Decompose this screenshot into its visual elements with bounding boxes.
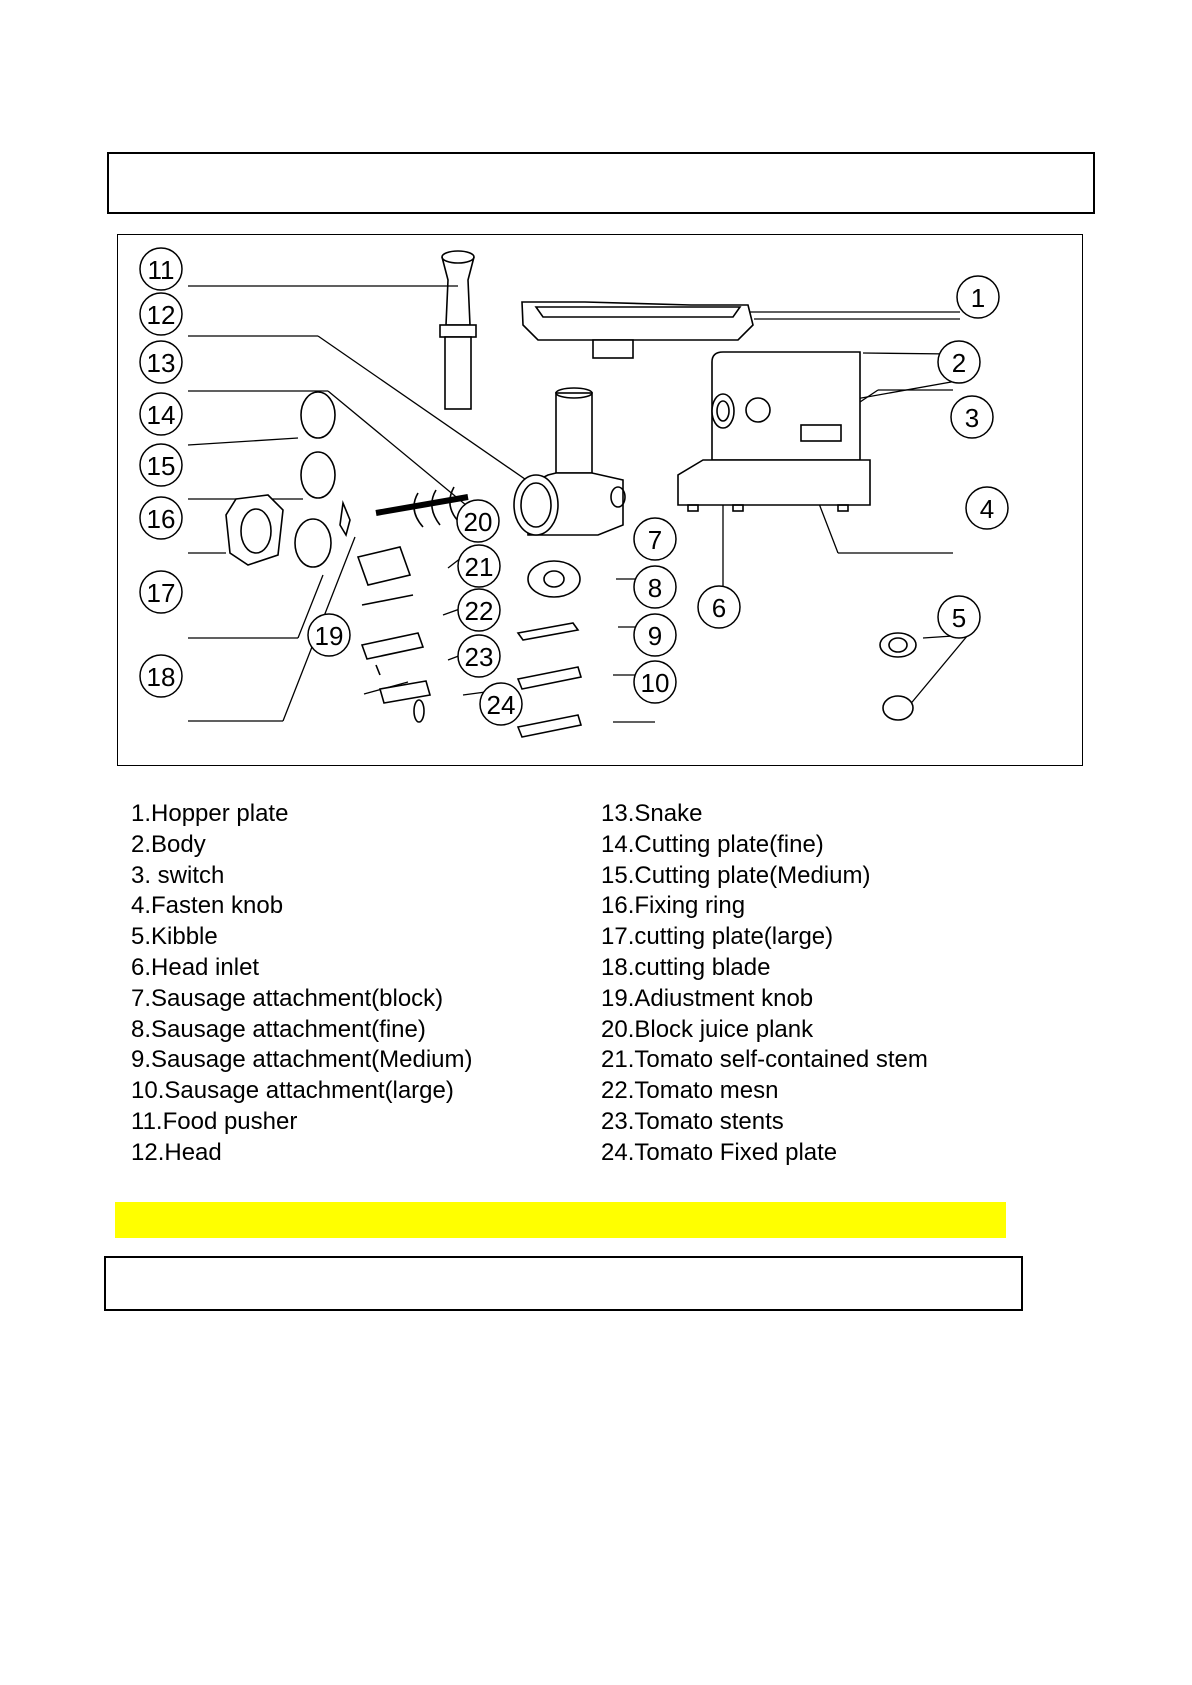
callout-number: 1 <box>971 283 985 313</box>
callout-number: 5 <box>952 603 966 633</box>
header-box <box>107 152 1095 214</box>
body-drawing <box>677 351 871 512</box>
footer-box <box>104 1256 1023 1311</box>
callout-20: 20 <box>456 499 500 543</box>
callout-24: 24 <box>479 682 523 726</box>
part-list-item: 15.Cutting plate(Medium) <box>601 861 871 889</box>
part-list-item: 16.Fixing ring <box>601 892 746 920</box>
callout-18: 18 <box>139 654 183 698</box>
callout-22: 22 <box>457 588 501 632</box>
callout-8: 8 <box>633 565 677 609</box>
callout-3: 3 <box>950 395 994 439</box>
part-list-item: 12.Head <box>131 1138 222 1166</box>
callout-7: 7 <box>633 517 677 561</box>
callout-number: 19 <box>315 621 344 651</box>
callout-number: 21 <box>465 552 494 582</box>
part-list-item: 22.Tomato mesn <box>601 1077 779 1105</box>
callout-14: 14 <box>139 392 183 436</box>
callout-2: 2 <box>937 340 981 384</box>
part-list-item: 6.Head inlet <box>131 953 260 981</box>
part-list-item: 23.Tomato stents <box>601 1107 784 1135</box>
callout-number: 14 <box>147 400 176 430</box>
highlight-bar <box>115 1202 1006 1238</box>
snake-drawing <box>375 486 469 528</box>
part-list-item: 11.Food pusher <box>131 1107 298 1135</box>
callout-4: 4 <box>965 486 1009 530</box>
callout-6: 6 <box>697 585 741 629</box>
part-list-item: 18.cutting blade <box>601 953 771 981</box>
part-list-item: 21.Tomato self-contained stem <box>601 1046 928 1074</box>
callout-number: 3 <box>965 403 979 433</box>
part-list-item: 7.Sausage attachment(block) <box>131 984 444 1012</box>
callout-10: 10 <box>633 660 677 704</box>
part-list-item: 3. switch <box>131 861 225 889</box>
callout-number: 2 <box>952 348 966 378</box>
part-list-item: 4.Fasten knob <box>131 892 284 920</box>
callout-11: 11 <box>139 247 183 291</box>
callout-number: 8 <box>648 573 662 603</box>
callout-number: 6 <box>712 593 726 623</box>
callout-5: 5 <box>937 595 981 639</box>
part-list-item: 9.Sausage attachment(Medium) <box>131 1046 473 1074</box>
callout-number: 22 <box>465 596 494 626</box>
callout-number: 12 <box>147 300 176 330</box>
part-list-item: 24.Tomato Fixed plate <box>601 1138 838 1166</box>
callout-number: 4 <box>980 494 994 524</box>
part-list-item: 1.Hopper plate <box>131 800 289 827</box>
parts-list-right: 13.Snake 14.Cutting plate(fine) 15.Cutting… <box>601 799 928 1169</box>
callout-number: 17 <box>147 578 176 608</box>
callout-19: 19 <box>307 613 351 657</box>
plates-drawing <box>225 391 351 568</box>
part-list-item: 19.Adiustment knob <box>601 984 814 1012</box>
callout-number: 16 <box>147 504 176 534</box>
callout-23: 23 <box>457 634 501 678</box>
callout-17: 17 <box>139 570 183 614</box>
callout-number: 23 <box>465 642 494 672</box>
hopper-plate-drawing <box>521 301 754 359</box>
callout-12: 12 <box>139 292 183 336</box>
part-list-item: 2.Body <box>131 830 206 858</box>
parts-list-left: 1.Hopper plate 2.Body 3. switch 4.Fasten kn… <box>131 799 473 1169</box>
part-list-item: 8.Sausage attachment(fine) <box>131 1015 426 1043</box>
callout-number: 11 <box>148 255 175 285</box>
part-list-item: 13.Snake <box>601 800 703 827</box>
kibble-drawing <box>879 632 917 721</box>
callout-1: 1 <box>956 275 1000 319</box>
head-drawing <box>513 387 626 536</box>
part-list-item: 14.Cutting plate(fine) <box>601 830 824 858</box>
callout-13: 13 <box>139 340 183 384</box>
sausage-attachments-drawing <box>516 560 583 738</box>
callout-number: 20 <box>464 507 493 537</box>
part-list-item: 17.cutting plate(large) <box>601 923 834 951</box>
callout-number: 15 <box>147 451 176 481</box>
small-parts-drawing <box>356 546 432 723</box>
part-list-item: 5.Kibble <box>131 923 218 951</box>
callout-number: 24 <box>487 690 516 720</box>
callout-number: 7 <box>648 525 662 555</box>
callout-number: 10 <box>641 668 670 698</box>
callout-15: 15 <box>139 443 183 487</box>
callout-9: 9 <box>633 613 677 657</box>
callout-number: 18 <box>147 662 176 692</box>
food-pusher-drawing <box>439 250 477 410</box>
callout-number: 13 <box>147 348 176 378</box>
part-list-item: 10.Sausage attachment(large) <box>131 1077 454 1105</box>
callout-number: 9 <box>648 621 662 651</box>
part-list-item: 20.Block juice plank <box>601 1015 814 1043</box>
callout-21: 21 <box>457 544 501 588</box>
callout-16: 16 <box>139 496 183 540</box>
